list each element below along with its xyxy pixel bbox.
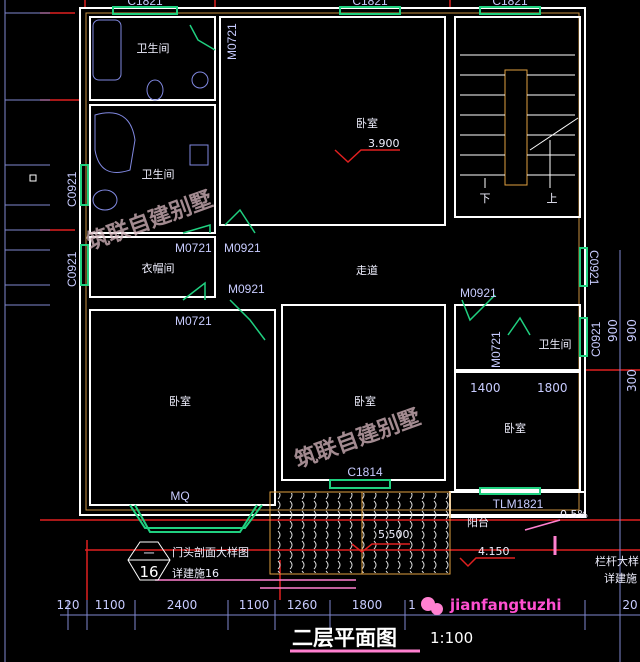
- door-code: M0921: [224, 241, 261, 255]
- dimension-text: 120: [57, 598, 80, 612]
- drawing-scale: 1:100: [430, 629, 473, 647]
- left-dimension-lines: [4, 0, 640, 662]
- fixtures: [92, 19, 209, 211]
- terrace-tiles: [269, 491, 451, 575]
- staircase: [460, 54, 579, 188]
- dimension-text: 1: [408, 598, 416, 612]
- window-code: C1821: [492, 0, 528, 8]
- stair-up-label: 上: [547, 192, 558, 205]
- wechat-icon: [421, 597, 443, 615]
- dimension-text: 1260: [287, 598, 318, 612]
- dimension-text: 300: [625, 369, 639, 392]
- window-code: C1821: [352, 0, 388, 8]
- window-code: C0921: [587, 250, 601, 286]
- window-code: C1821: [127, 0, 163, 8]
- window-code: C1814: [347, 465, 383, 479]
- room-label-bath-top: 卫生间: [137, 41, 170, 55]
- room-label-balcony: 阳台: [467, 515, 489, 529]
- door-code: M0721: [225, 23, 239, 60]
- railing-detail-sheet: 详建施: [604, 571, 637, 585]
- room-label-master-bedroom: 卧室: [356, 116, 378, 130]
- window-code: C0921: [589, 321, 603, 357]
- dimension-text: 1800: [352, 598, 383, 612]
- drawing-title: 二层平面图: [292, 626, 397, 650]
- window-code: C0921: [65, 171, 79, 207]
- room-label-bedroom-middle: 卧室: [354, 394, 376, 408]
- door-code: M0721: [175, 241, 212, 255]
- room-label-closet: 衣帽间: [142, 261, 175, 275]
- dimension-text: 1400: [470, 381, 501, 395]
- stair-down-label: 下: [480, 192, 491, 205]
- watermark: 筑联自建别墅: [291, 404, 424, 474]
- dimension-text: 1100: [95, 598, 126, 612]
- bay-window-code: MQ: [170, 489, 189, 503]
- level-marks: [334, 149, 515, 568]
- room-label-bedroom-right: 卧室: [504, 421, 526, 435]
- windows: [80, 6, 588, 533]
- door-code: TLM1821: [493, 497, 544, 511]
- door-code: M0921: [460, 286, 497, 300]
- dimension-text: 1800: [537, 381, 568, 395]
- level-master: 3.900: [368, 137, 400, 150]
- room-label-corridor: 走道: [356, 263, 378, 277]
- detail-ref: 一: [144, 547, 155, 560]
- room-label-bath-mid: 卫生间: [142, 167, 175, 181]
- detail-sheet: 详建施16: [172, 566, 219, 580]
- wechat-id-watermark: jianfangtuzhi: [449, 596, 562, 614]
- dimension-text: 900: [606, 319, 620, 342]
- door-code: M0921: [228, 282, 265, 296]
- doors: [182, 24, 531, 341]
- detail-title: 门头剖面大样图: [172, 545, 249, 559]
- dimension-text: 900: [625, 319, 639, 342]
- detail-number: 16: [139, 563, 158, 581]
- room-label-bedroom-left: 卧室: [169, 394, 191, 408]
- railing-detail-title: 栏杆大样: [595, 554, 639, 568]
- dimension-text: 20: [622, 598, 637, 612]
- marker-square: [29, 174, 37, 182]
- door-code: M0721: [489, 331, 503, 368]
- annotation-leaders: [155, 519, 561, 653]
- level-balcony-low: 4.150: [478, 545, 510, 558]
- dimension-text: 2400: [167, 598, 198, 612]
- slope-label: 0.5%: [560, 508, 588, 521]
- window-code: C0921: [65, 251, 79, 287]
- level-terrace: 5.500: [378, 528, 410, 541]
- door-code: M0721: [175, 314, 212, 328]
- dimension-text: 1100: [239, 598, 270, 612]
- room-label-bath-right: 卫生间: [539, 337, 572, 351]
